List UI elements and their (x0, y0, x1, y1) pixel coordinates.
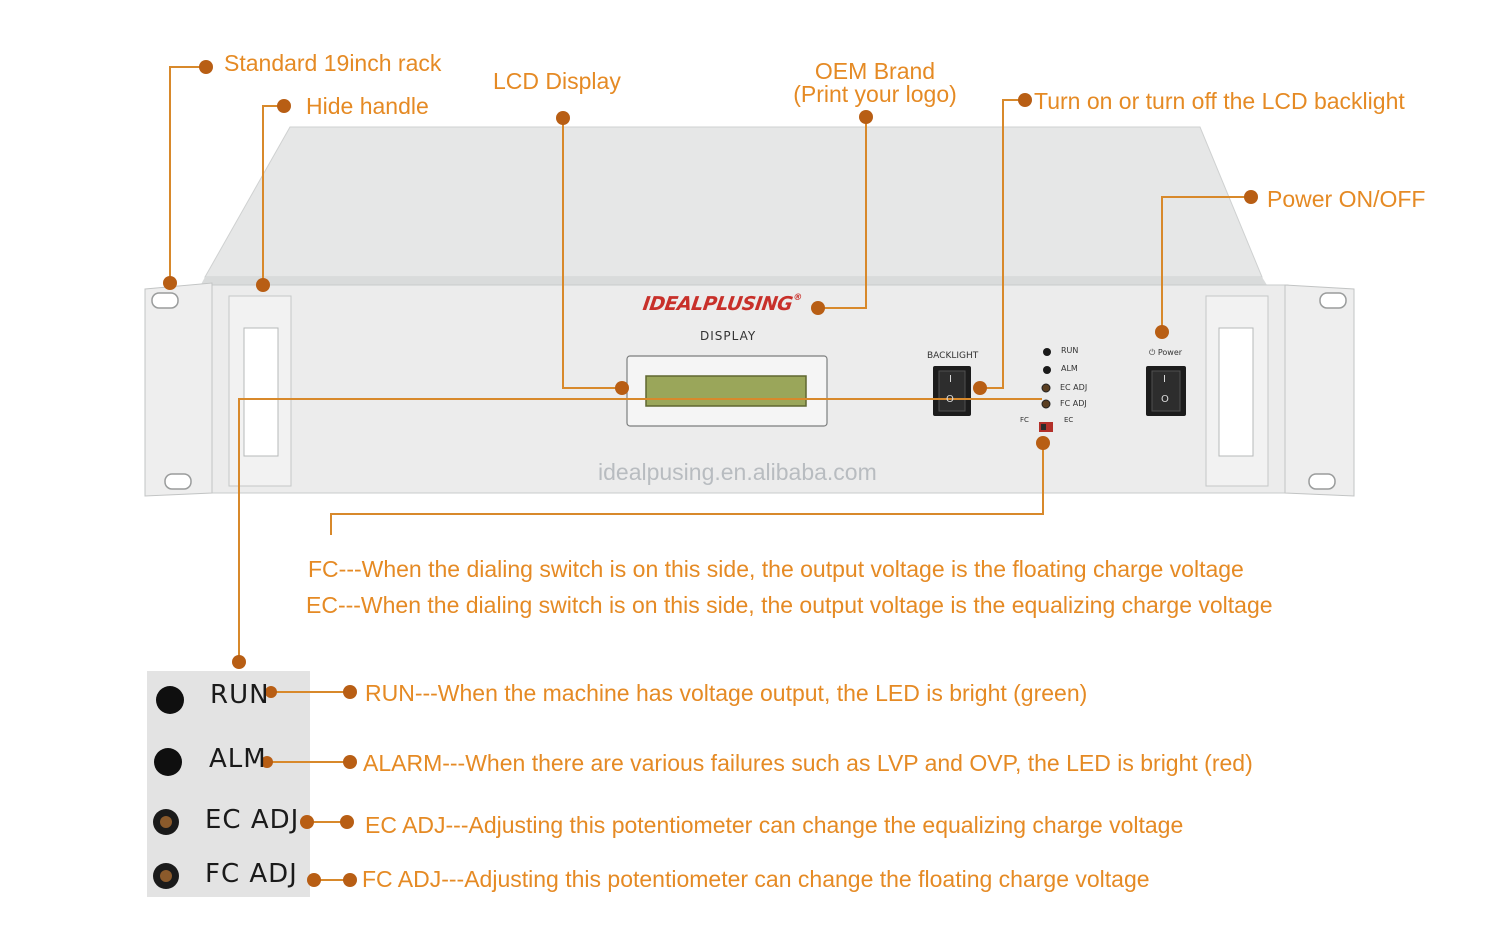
callout-oem-line1: OEM Brand (814, 58, 936, 84)
handle-right (1218, 327, 1254, 457)
closeup-label-ecadj: EC ADJ (205, 805, 300, 835)
callout-ec: EC---When the dialing switch is on this … (306, 592, 1273, 618)
handle-left (243, 327, 279, 457)
closeup-pot-ecadj-center (160, 816, 172, 828)
backlight-switch-rocker (938, 370, 966, 412)
watermark: idealpusing.en.alibaba.com (598, 459, 877, 485)
power-off-mark: O (1161, 394, 1169, 405)
closeup-pot-fcadj-center (160, 870, 172, 882)
closeup-led-alm (154, 748, 182, 776)
backlight-off-mark: O (946, 394, 954, 405)
closeup-label-fcadj: FC ADJ (205, 859, 298, 889)
led-ecadj-label: EC ADJ (1060, 383, 1088, 392)
switch-ec-label: EC (1064, 416, 1074, 424)
callout-fcadj: FC ADJ---Adjusting this potentiometer ca… (362, 866, 1150, 892)
power-on-mark: I (1163, 374, 1166, 385)
callout-handle: Hide handle (306, 93, 429, 119)
callout-run: RUN---When the machine has voltage outpu… (365, 680, 1088, 706)
led-run-label: RUN (1061, 346, 1079, 355)
rack-ear-right (1284, 284, 1355, 497)
ear-slot (1319, 292, 1347, 309)
callout-fc: FC---When the dialing switch is on this … (308, 556, 1244, 582)
callout-rack: Standard 19inch rack (224, 50, 442, 76)
closeup-label-run: RUN (210, 680, 270, 710)
led-alm (1043, 366, 1051, 374)
power-label: ⏻ Power (1149, 348, 1183, 357)
callout-backlight: Turn on or turn off the LCD backlight (1034, 88, 1405, 114)
pot-fc-adj[interactable] (1041, 399, 1051, 409)
closeup-led-run (156, 686, 184, 714)
callout-lcd: LCD Display (493, 68, 621, 94)
closeup-label-alm: ALM (209, 744, 267, 774)
ear-slot (164, 473, 192, 490)
leader-dots (163, 60, 1258, 887)
callout-oem-line2: (Print your logo) (793, 81, 957, 107)
led-run (1043, 348, 1051, 356)
led-fcadj-label: FC ADJ (1060, 399, 1087, 408)
callout-ecadj: EC ADJ---Adjusting this potentiometer ca… (365, 812, 1184, 838)
callout-alarm: ALARM---When there are various failures … (363, 750, 1253, 776)
backlight-on-mark: I (949, 374, 952, 385)
switch-fc-label: FC (1020, 416, 1029, 424)
chassis-top (204, 126, 1263, 278)
callout-power: Power ON/OFF (1267, 186, 1426, 212)
backlight-label: BACKLIGHT (927, 351, 979, 361)
callout-oem: OEM Brand (Print your logo) (775, 58, 975, 107)
ear-slot (151, 292, 179, 309)
leader-lines (169, 66, 1251, 881)
lcd-screen (645, 375, 807, 407)
brand-logo: IDEALPLUSING® (641, 293, 803, 315)
dip-switch-knob (1041, 424, 1046, 430)
display-label: DISPLAY (700, 329, 757, 343)
power-icon: ⏻ (1149, 348, 1156, 357)
ear-slot (1308, 473, 1336, 490)
rack-ear-left (144, 282, 213, 497)
power-switch-rocker (1151, 370, 1181, 412)
pot-ec-adj[interactable] (1041, 383, 1051, 393)
led-alm-label: ALM (1061, 364, 1078, 373)
